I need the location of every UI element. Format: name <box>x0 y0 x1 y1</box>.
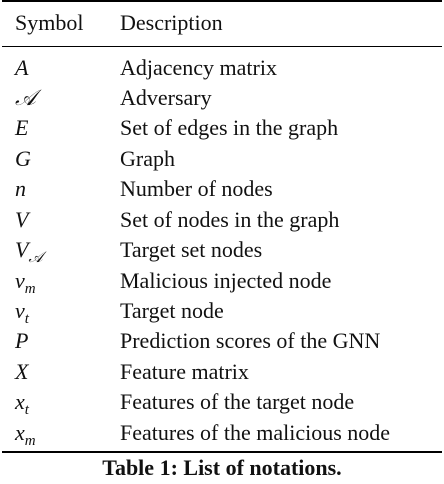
row-description: Adjacency matrix <box>120 55 277 80</box>
table-row: A Adjacency matrix <box>0 53 444 83</box>
row-description: Features of the malicious node <box>120 420 391 445</box>
row-symbol: A <box>15 55 29 80</box>
row-symbol: P <box>15 328 29 353</box>
row-symbol: n <box>15 176 26 201</box>
table-header-row: Symbol Description <box>0 8 444 38</box>
row-symbol: vt <box>15 298 29 327</box>
row-symbol: V <box>15 207 29 232</box>
row-description: Malicious injected node <box>120 268 332 293</box>
row-symbol: X <box>15 359 29 384</box>
row-description: Target node <box>120 298 224 323</box>
row-symbol: 𝒜 <box>15 85 36 110</box>
row-description: Set of edges in the graph <box>120 115 339 140</box>
row-symbol: G <box>15 146 31 171</box>
table-row: xt Features of the target node <box>0 387 444 418</box>
table-caption: Table 1: List of notations. <box>102 455 342 480</box>
row-description: Prediction scores of the GNN <box>120 328 381 353</box>
row-symbol: V𝒜 <box>15 237 43 266</box>
row-symbol: vm <box>15 268 36 297</box>
row-description: Target set nodes <box>120 237 263 262</box>
row-description: Features of the target node <box>120 389 355 414</box>
header-symbol: Symbol <box>15 10 84 35</box>
row-description: Set of nodes in the graph <box>120 207 340 232</box>
table-row: V𝒜 Target set nodes <box>0 235 444 266</box>
row-description: Feature matrix <box>120 359 249 384</box>
table-bottom-rule <box>2 451 442 453</box>
row-description: Graph <box>120 146 175 171</box>
table-row: V Set of nodes in the graph <box>0 205 444 235</box>
table-top-rule <box>2 0 442 2</box>
row-symbol: xm <box>15 420 36 449</box>
table-row: vt Target node <box>0 296 444 327</box>
table-row: G Graph <box>0 144 444 174</box>
row-symbol: E <box>15 115 29 140</box>
table-row: E Set of edges in the graph <box>0 113 444 143</box>
table-row: n Number of nodes <box>0 174 444 204</box>
table-row: xm Features of the malicious node <box>0 418 444 449</box>
header-description: Description <box>120 10 223 35</box>
table-row: 𝒜 Adversary <box>0 83 444 113</box>
row-description: Adversary <box>120 85 212 110</box>
table-row: vm Malicious injected node <box>0 266 444 297</box>
table-header-rule <box>2 46 442 47</box>
row-symbol: xt <box>15 389 29 418</box>
table-row: X Feature matrix <box>0 357 444 387</box>
table-row: P Prediction scores of the GNN <box>0 326 444 356</box>
row-description: Number of nodes <box>120 176 273 201</box>
